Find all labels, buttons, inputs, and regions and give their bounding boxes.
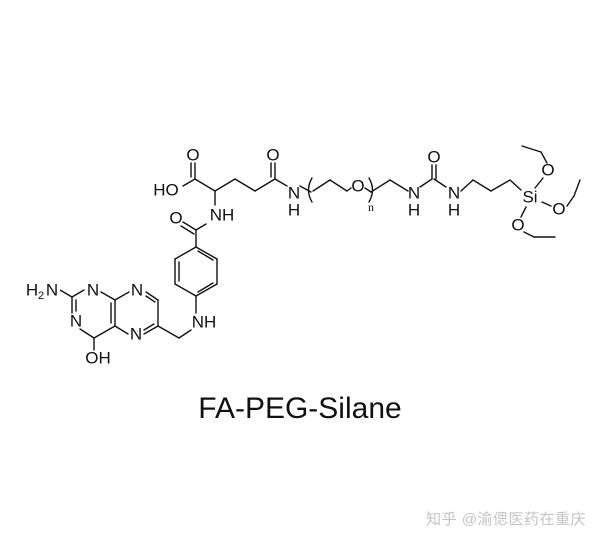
silane-oxygen-top: O <box>541 161 554 180</box>
figure-title: FA-PEG-Silane <box>198 392 402 425</box>
acid-hydroxyl: HO <box>153 181 179 200</box>
glutamate-nh: NH <box>210 206 235 225</box>
benzyl-nh: NH <box>192 313 217 332</box>
silane-oxygen-right: O <box>552 200 565 219</box>
peg-silane-bonds <box>299 145 581 238</box>
amide-n: N <box>288 184 300 203</box>
peg-oxygen: O <box>351 177 364 196</box>
urea-oxygen: O <box>427 148 440 167</box>
benzamide-oxygen: O <box>169 209 182 228</box>
amine-n: N <box>46 281 58 300</box>
amine-h: H <box>26 281 38 300</box>
ring-n1: N <box>87 281 99 300</box>
glutamate-bonds <box>182 162 288 206</box>
amide-h: H <box>288 201 300 220</box>
silicon: Si <box>522 188 537 207</box>
benzene-bonds <box>174 221 218 314</box>
atom-labels: H 2 N N N N N OH NH O NH HO O O N H O n … <box>24 146 566 368</box>
ring-n5: N <box>130 325 142 344</box>
pterin-hydroxyl: OH <box>85 349 111 368</box>
urea-n1: N <box>408 184 420 203</box>
urea-h1: H <box>408 201 420 220</box>
ring-n3: N <box>70 312 82 331</box>
gamma-carbonyl-oxygen: O <box>266 146 279 165</box>
amine-subscript: 2 <box>38 290 44 302</box>
ring-n8: N <box>131 281 143 300</box>
pterin-bonds <box>59 289 192 351</box>
silane-oxygen-bottom: O <box>511 216 524 235</box>
urea-n2: N <box>448 184 460 203</box>
peg-repeat-n: n <box>368 200 374 214</box>
watermark: 知乎 @渝偲医药在重庆 <box>426 511 586 528</box>
urea-h2: H <box>448 201 460 220</box>
acid-oxygen: O <box>186 146 199 165</box>
